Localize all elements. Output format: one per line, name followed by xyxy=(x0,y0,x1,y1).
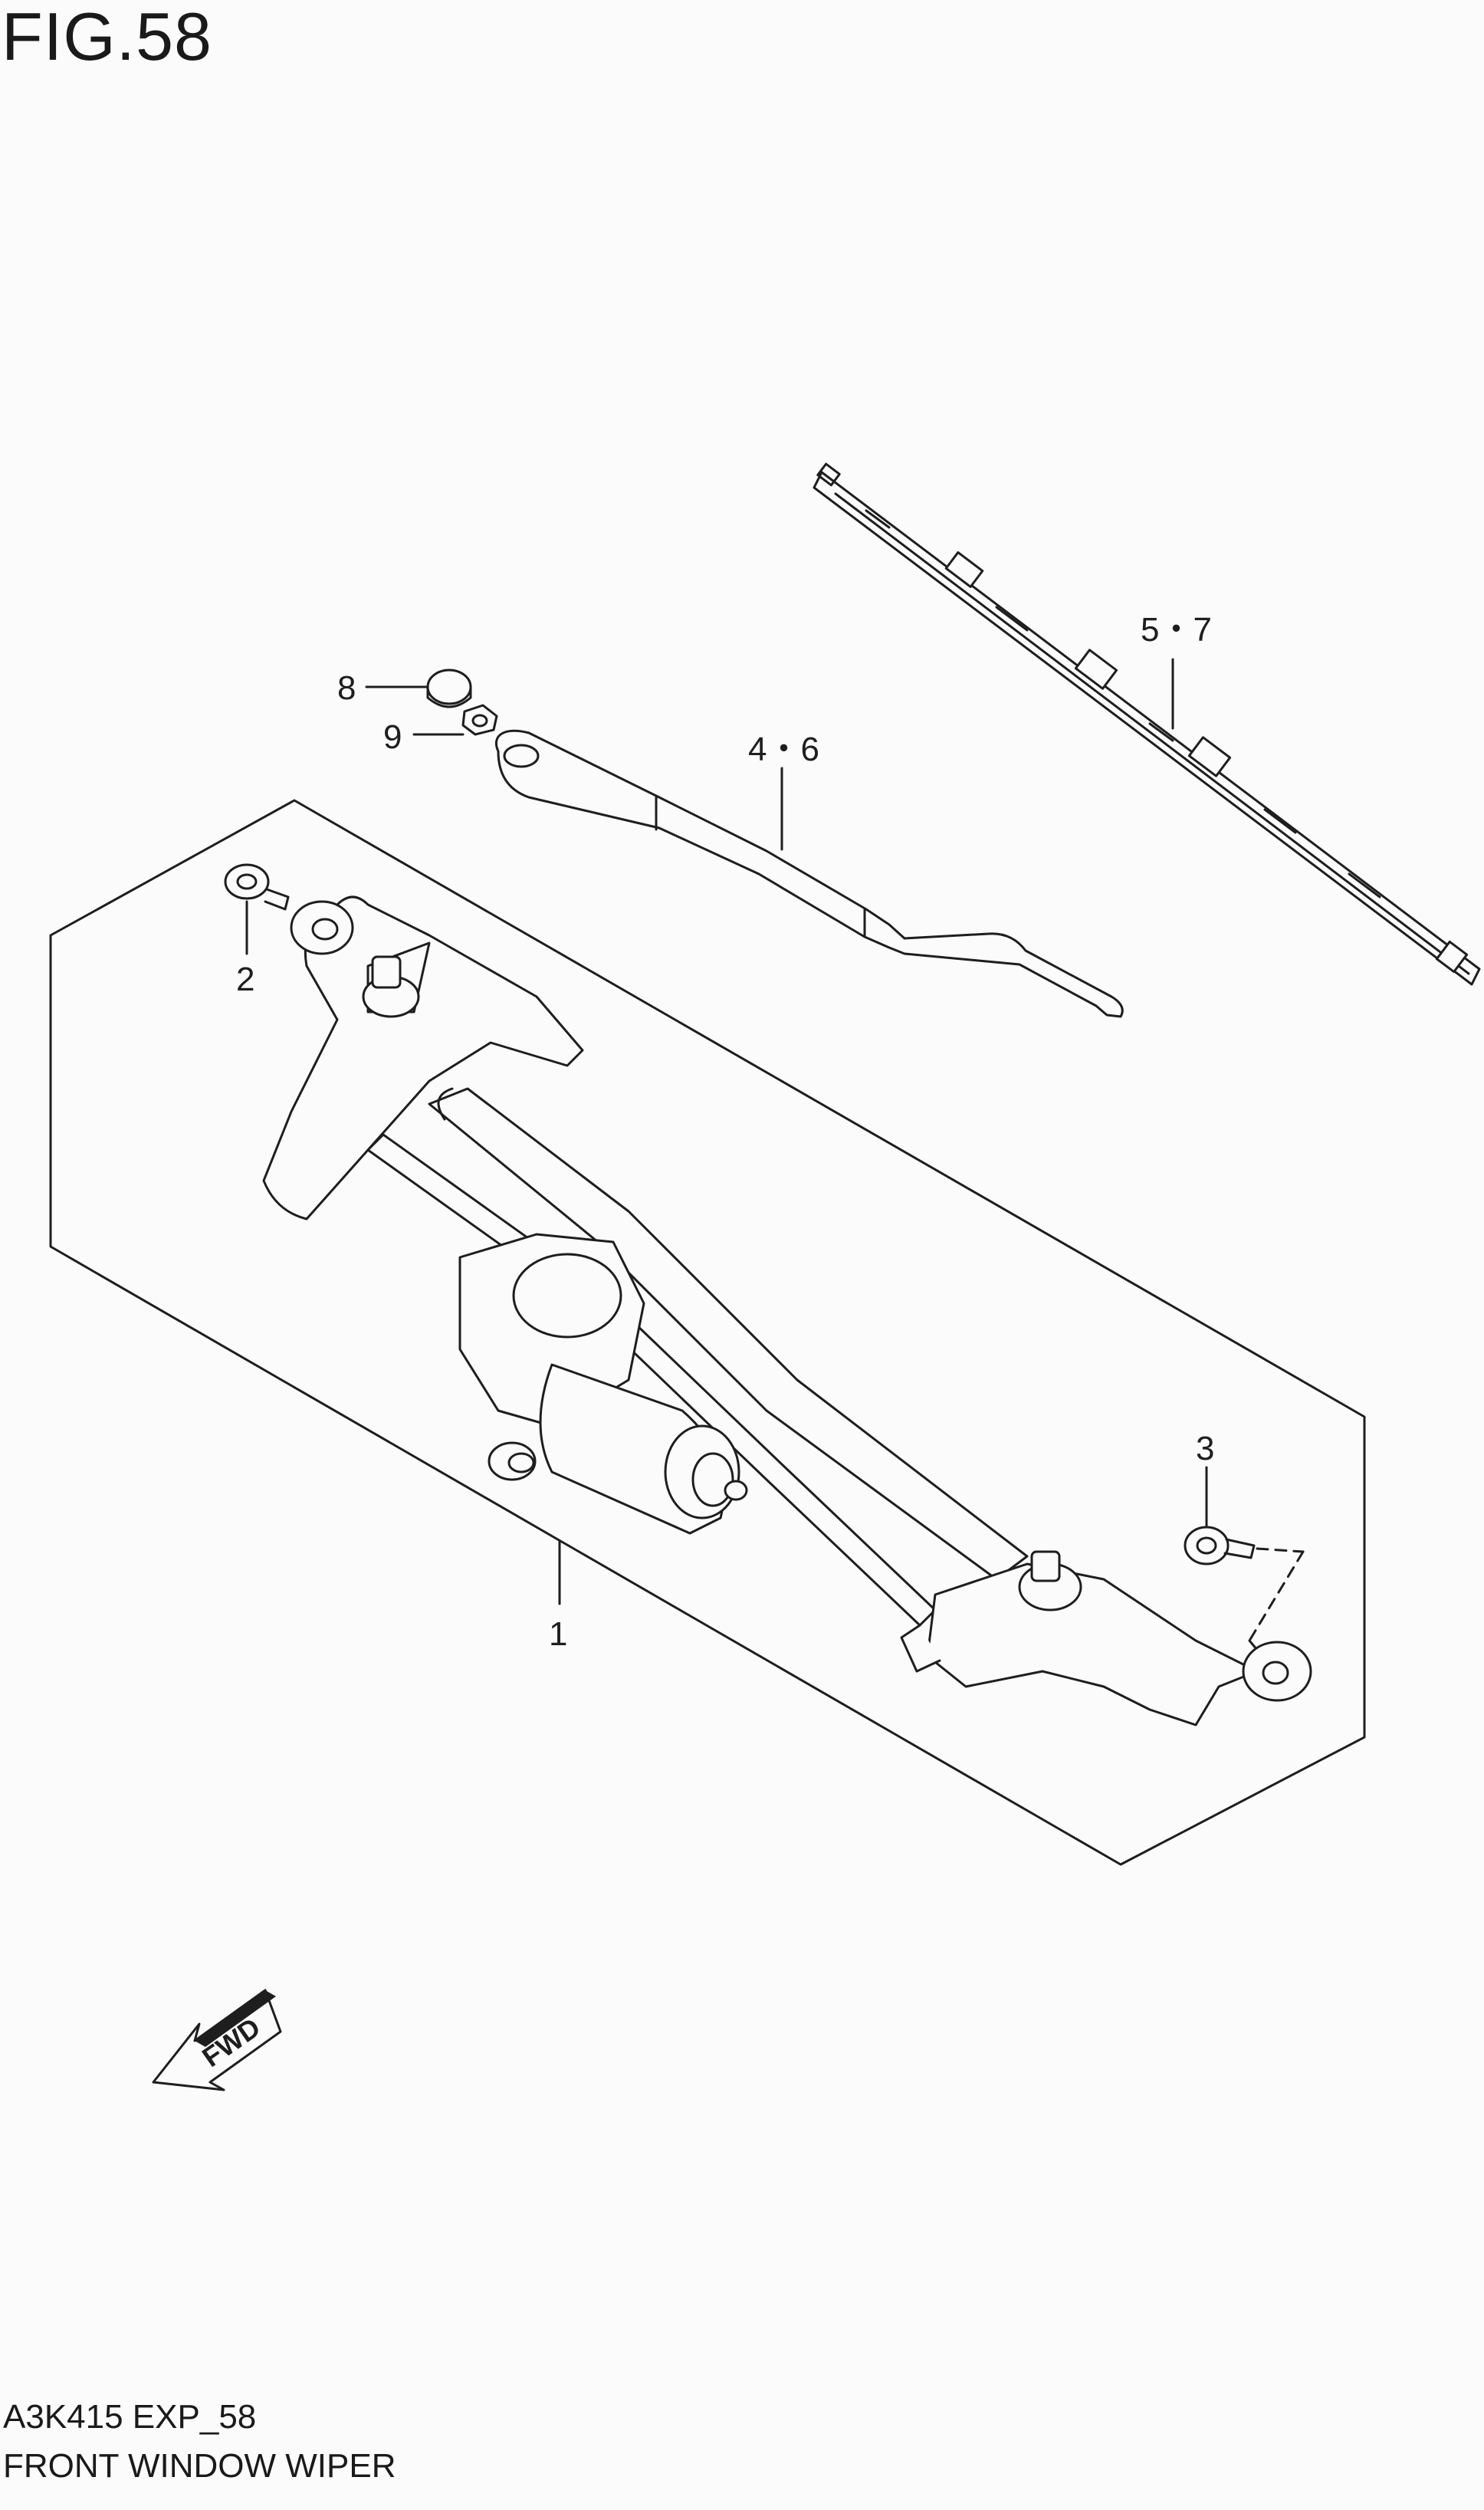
bolt-right-drawing xyxy=(1184,1526,1305,1670)
fwd-arrow-icon xyxy=(152,1989,282,2091)
nut-drawing xyxy=(461,704,498,736)
assembly-boundary xyxy=(49,799,1366,1866)
callout-label-5-7: 5・7 xyxy=(1141,611,1212,649)
figure-title: FIG.58 xyxy=(2,0,212,74)
callout-label-8: 8 xyxy=(337,669,356,707)
callout-label-9: 9 xyxy=(383,718,402,756)
callout-label-3: 3 xyxy=(1196,1430,1214,1467)
callout-label-4-6: 4・6 xyxy=(748,731,819,768)
callout-label-2: 2 xyxy=(236,961,254,998)
cap-drawing xyxy=(426,669,472,708)
callout-label-1: 1 xyxy=(549,1615,567,1653)
figure-caption: FRONT WINDOW WIPER xyxy=(3,2447,396,2485)
figure-code: A3K415 EXP_58 xyxy=(3,2398,257,2436)
bolt-left-drawing xyxy=(224,863,290,911)
wiper-arm-drawing xyxy=(495,729,1124,1018)
wiper-blade-drawing xyxy=(813,462,1481,986)
motor-linkage-drawing xyxy=(262,895,1312,1726)
